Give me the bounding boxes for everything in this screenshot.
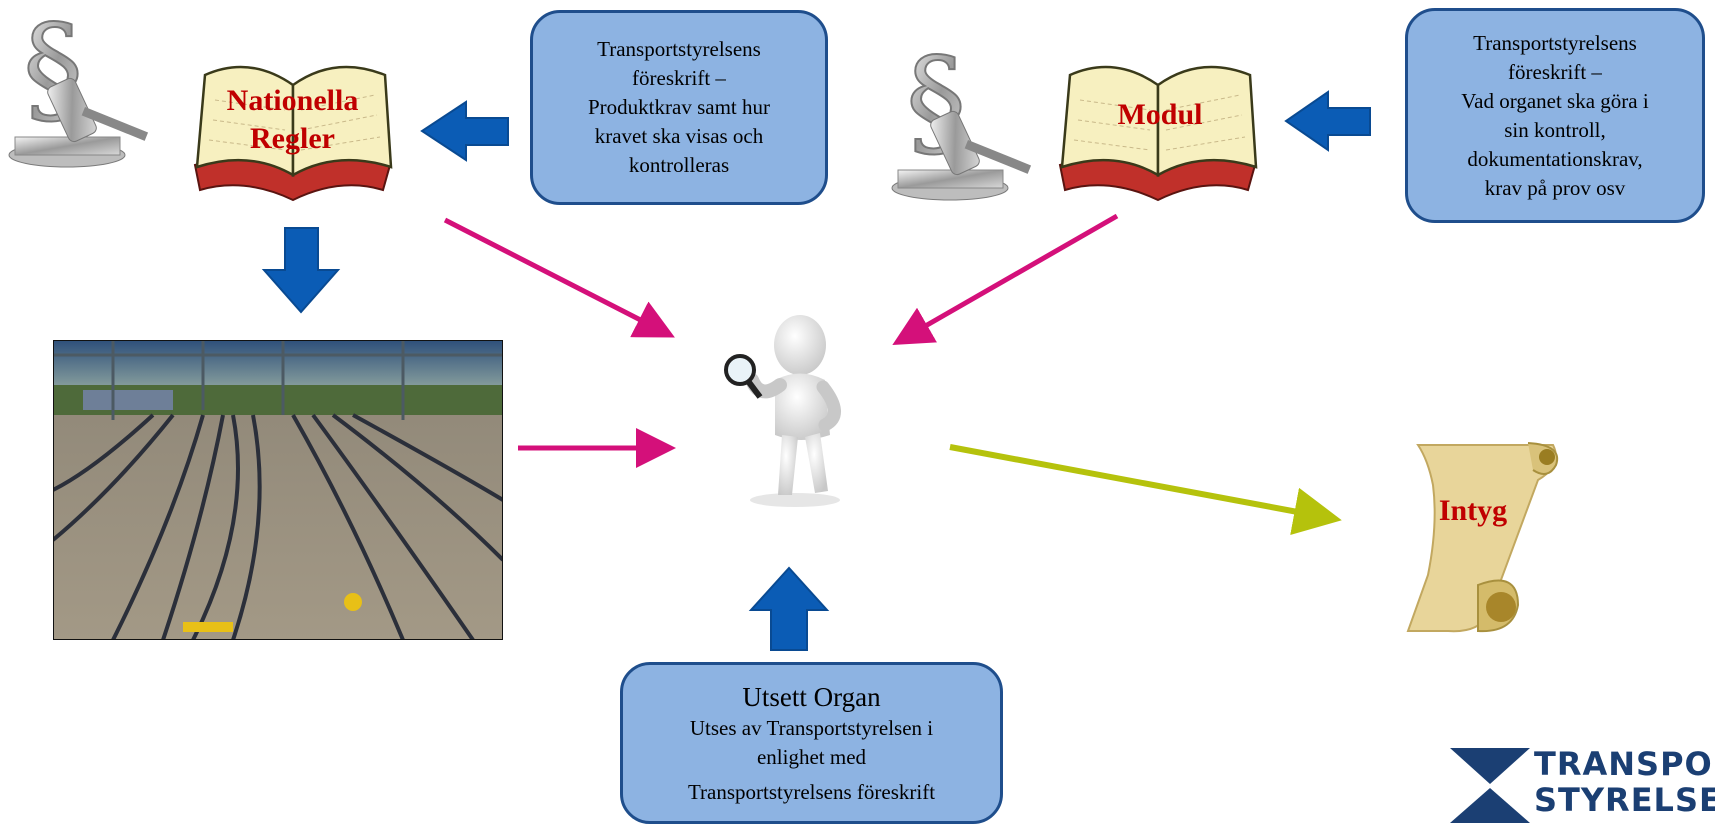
- box-line: Utses av Transportstyrelsen i: [689, 715, 934, 740]
- gavel-paragraph-icon: §: [8, 5, 149, 168]
- box-line: Transportstyrelsens: [1473, 30, 1637, 55]
- scroll-icon: [1406, 442, 1559, 633]
- logo-text-line2: STYRELSEN: [1534, 781, 1715, 819]
- box-line: Transportstyrelsens: [597, 37, 761, 61]
- railway-photo: [53, 340, 503, 640]
- scroll-label: Intyg: [1438, 494, 1508, 527]
- magenta-arrow: [443, 217, 675, 338]
- book-label-nationella: Nationella Regler: [205, 82, 380, 158]
- regulation-box-module: Transportstyrelsens föreskrift – Vad org…: [1405, 8, 1705, 223]
- box-line: dokumentationskrav,: [1467, 146, 1643, 171]
- notified-body-title: Utsett Organ: [742, 681, 881, 712]
- logo-text-line1: TRANSPORT: [1534, 745, 1715, 783]
- transportstyrelsen-logo-mark: [1450, 748, 1530, 823]
- book-label-line2: Regler: [250, 122, 335, 155]
- olive-arrow: [949, 444, 1342, 535]
- regulation-box-product: Transportstyrelsens föreskrift – Produkt…: [530, 10, 828, 205]
- gavel-paragraph-icon: §: [891, 38, 1032, 201]
- thinking-figure-icon: [724, 315, 841, 507]
- box-line: föreskrift –: [632, 66, 726, 90]
- book-label-line1: Nationella: [226, 84, 359, 117]
- box-line: enlighet med: [756, 744, 867, 769]
- box-line: Produktkrav samt hur: [588, 95, 770, 119]
- blue-arrow-left: [420, 100, 509, 162]
- box-line: krav på prov osv: [1484, 175, 1626, 200]
- box-line: kravet ska visas och: [594, 124, 764, 148]
- notified-body-box: Utsett Organ Utses av Transportstyrelsen…: [620, 662, 1003, 824]
- open-book-icon: [1058, 65, 1258, 202]
- blue-arrow-down: [261, 227, 341, 314]
- blue-arrow-up: [748, 566, 830, 651]
- blue-arrow-left: [1284, 90, 1371, 152]
- book-label-modul: Modul: [1117, 98, 1203, 131]
- box-line: kontrolleras: [628, 153, 730, 177]
- svg-text:§: §: [23, 5, 83, 139]
- open-book-icon: [193, 65, 393, 202]
- box-line: Transportstyrelsens föreskrift: [687, 779, 936, 804]
- box-line: sin kontroll,: [1504, 117, 1606, 142]
- box-line: föreskrift –: [1508, 59, 1602, 84]
- box-line: Vad organet ska göra i: [1461, 88, 1649, 113]
- magenta-arrow: [892, 213, 1119, 345]
